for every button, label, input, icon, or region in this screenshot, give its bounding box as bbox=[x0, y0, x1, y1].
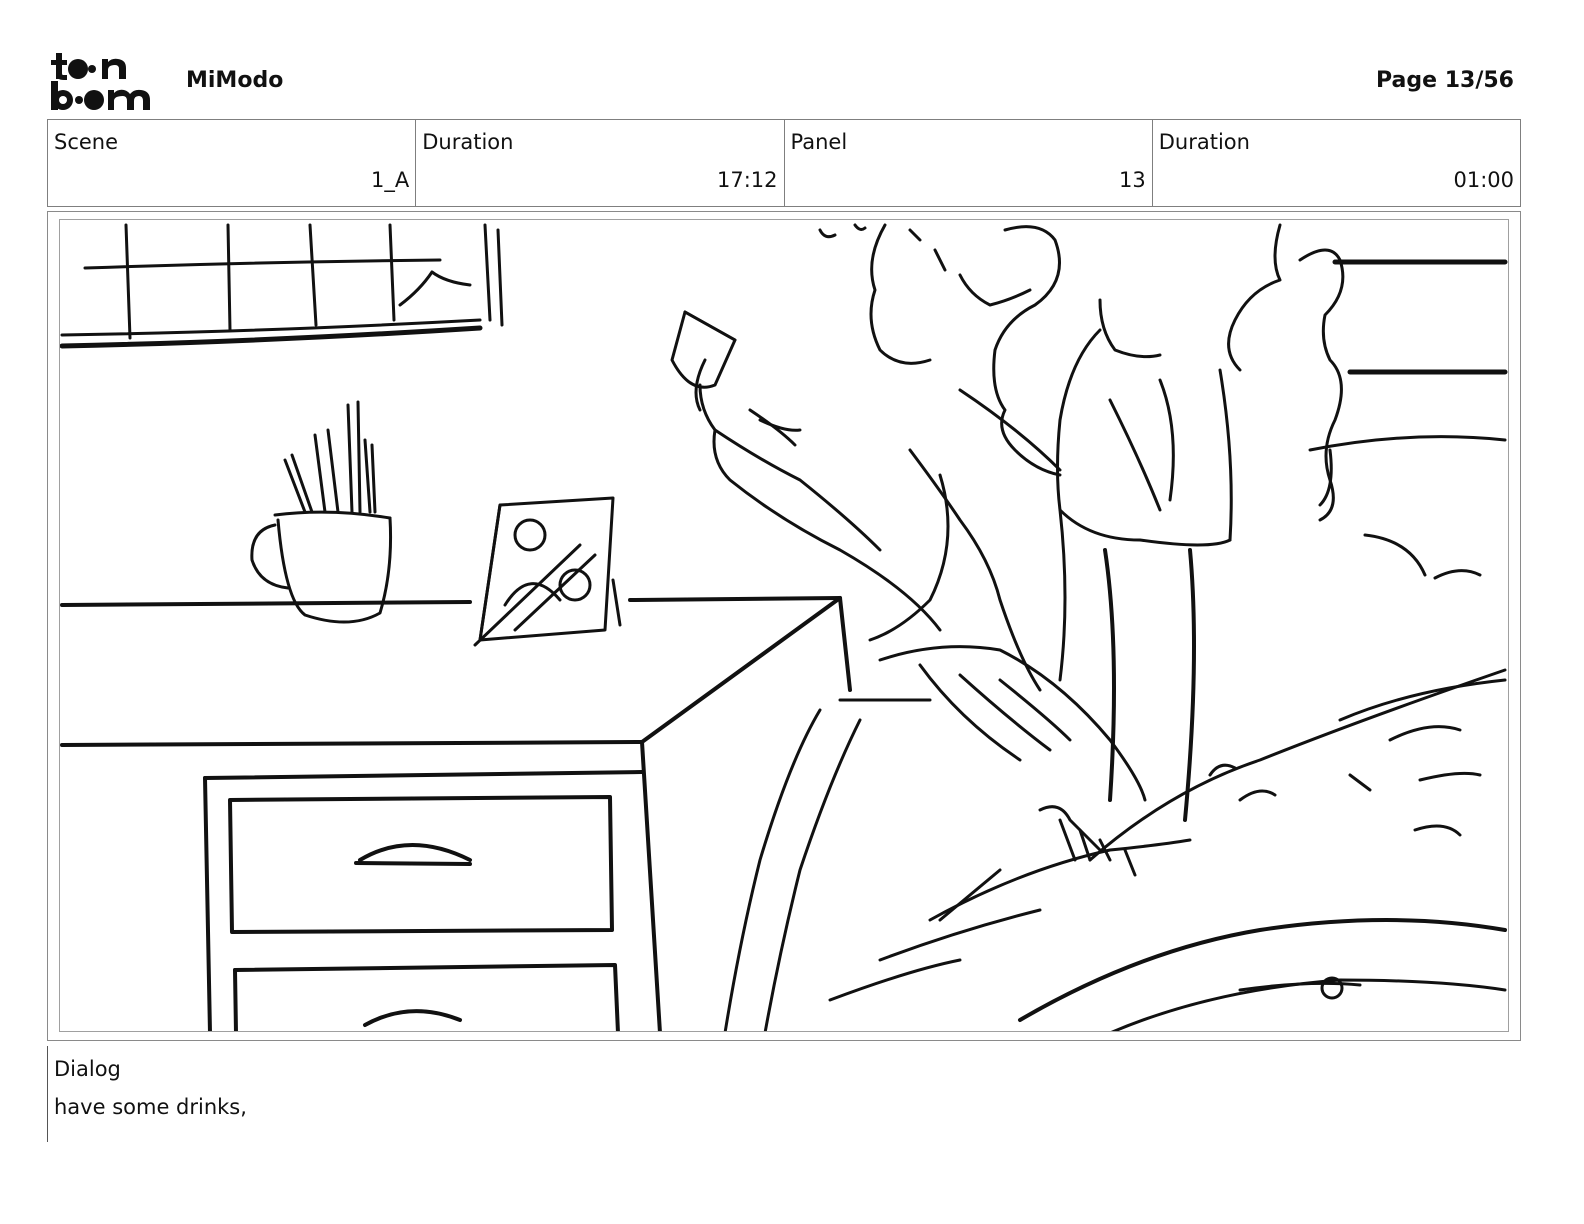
panel-label: Panel bbox=[790, 130, 848, 154]
scene-label: Scene bbox=[54, 130, 119, 154]
panel-duration-label: Duration bbox=[1158, 130, 1250, 154]
scene-info-table: Scene 1_A Duration 17:12 Panel 13 Durati… bbox=[47, 119, 1521, 207]
project-title: MiModo bbox=[186, 68, 284, 93]
panel-duration-cell: Duration 01:00 bbox=[1153, 120, 1520, 206]
panel-duration-value: 01:00 bbox=[1453, 168, 1514, 192]
scene-duration-cell: Duration 17:12 bbox=[416, 120, 785, 206]
panel-value: 13 bbox=[1119, 168, 1146, 192]
page-number: Page 13/56 bbox=[1376, 68, 1514, 93]
toon-boom-logo bbox=[50, 50, 162, 112]
panel-frame bbox=[47, 211, 1521, 1041]
dialog-label: Dialog bbox=[54, 1057, 121, 1081]
storyboard-panel-image bbox=[59, 219, 1509, 1032]
scene-cell: Scene 1_A bbox=[48, 120, 417, 206]
dialog-text: have some drinks, bbox=[54, 1095, 247, 1119]
scene-value: 1_A bbox=[371, 168, 410, 192]
scene-duration-value: 17:12 bbox=[716, 168, 778, 192]
panel-cell: Panel 13 bbox=[785, 120, 1153, 206]
scene-duration-label: Duration bbox=[422, 130, 514, 154]
dialog-section: Dialog have some drinks, bbox=[47, 1046, 247, 1142]
